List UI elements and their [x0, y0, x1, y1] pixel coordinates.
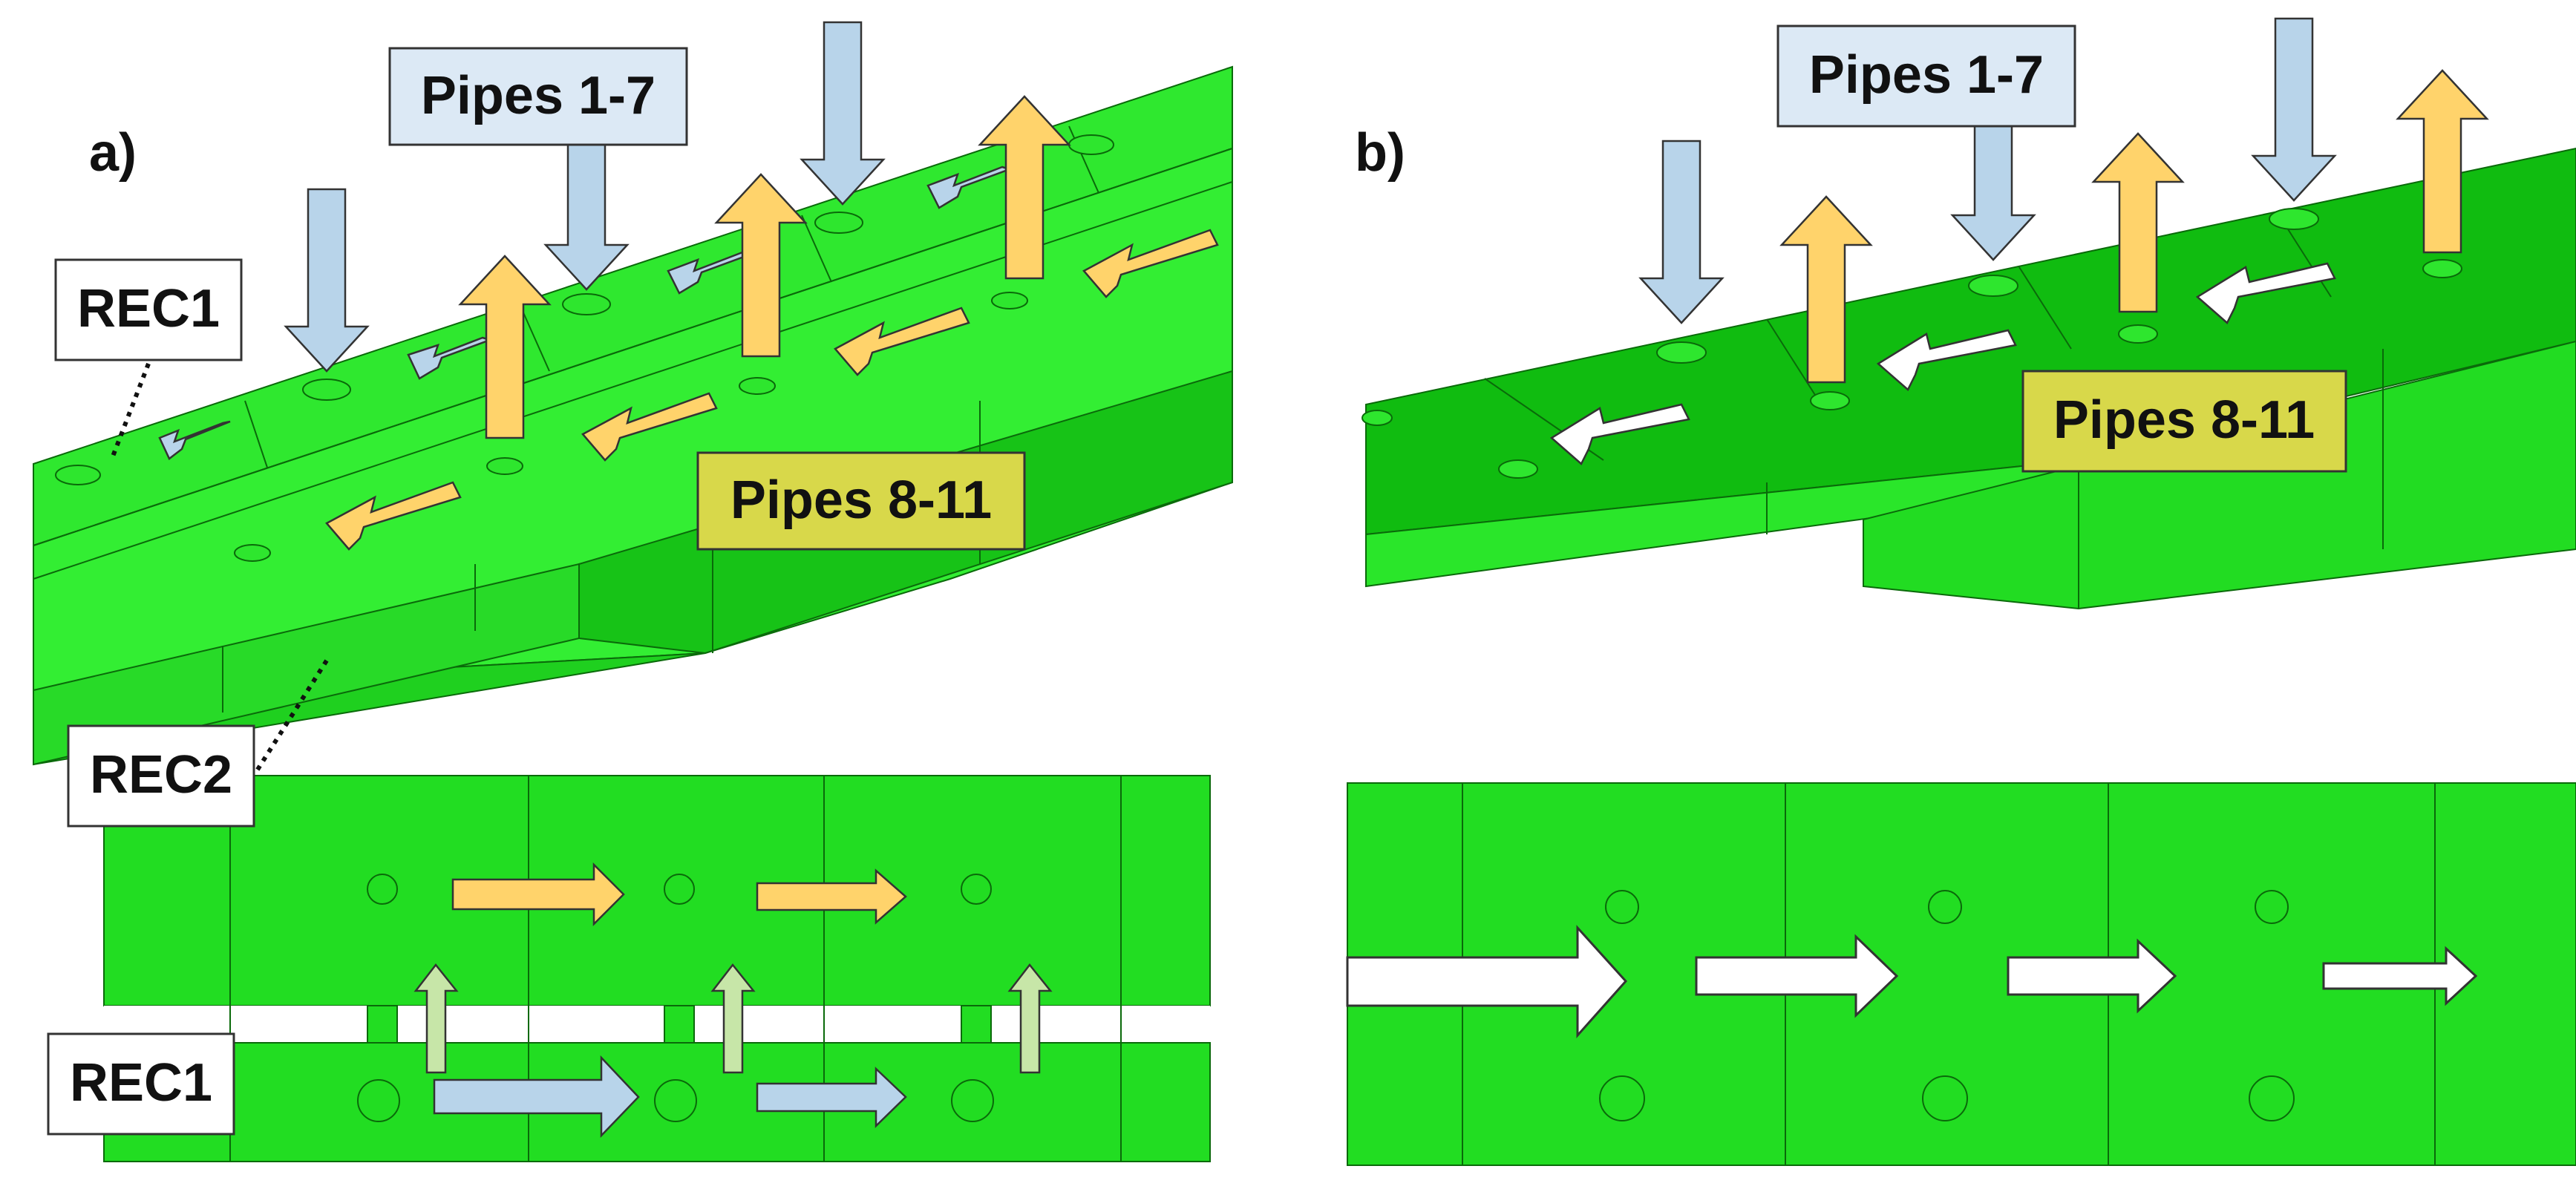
panel-a-top-holes — [357, 874, 994, 1122]
callout-a-pipes-1-7: Pipes 1-7 — [388, 47, 688, 146]
yellow-flow-arrow — [581, 392, 718, 462]
panel-b-yellow-up-arrows — [1779, 69, 2489, 384]
white-right-arrow — [1346, 925, 1628, 1038]
panel-b-3d-view — [1361, 17, 2576, 610]
pipes-8-11-label-a: Pipes 8-11 — [730, 471, 992, 530]
panel-a-yellow-up-arrows — [458, 95, 1071, 439]
panel-b-top-holes — [1599, 890, 2295, 1121]
gap-strip — [104, 1006, 1210, 1043]
panel-b-white-flow-arrows — [1549, 262, 2336, 466]
green-up-arrow — [413, 963, 459, 1074]
blue-flow-arrow — [926, 166, 1013, 209]
blue-right-arrow — [756, 1067, 907, 1128]
panel-a-label: a) — [89, 123, 137, 183]
blue-flow-arrow — [407, 336, 493, 380]
yellow-right-arrow — [756, 868, 907, 925]
rec1-top-view — [103, 1042, 1211, 1162]
yellow-flow-arrow — [325, 481, 462, 551]
panel-a-top-view — [103, 775, 1211, 1162]
callout-rec1-bottom: REC1 — [47, 1032, 235, 1136]
callout-b-pipes-8-11: Pipes 8-11 — [2021, 370, 2347, 473]
white-flow-arrow — [2195, 262, 2336, 325]
panel-b-label: b) — [1355, 123, 1405, 183]
white-right-arrow — [2007, 938, 2177, 1014]
panel-a-yellow-flow-arrows — [325, 229, 1219, 551]
rec2-label: REC2 — [90, 745, 232, 805]
yellow-up-arrow — [1779, 195, 1873, 384]
yellow-flow-arrow — [834, 307, 970, 376]
yellow-right-arrow — [451, 862, 625, 927]
blue-down-arrow — [1638, 140, 1725, 324]
callout-b-pipes-1-7: Pipes 1-7 — [1776, 24, 2076, 128]
yellow-up-arrow — [458, 255, 552, 439]
panel-a-blue-flow-arrows — [158, 166, 1013, 460]
panel-b-pipe-heads — [1361, 208, 2462, 479]
yellow-up-arrow — [2091, 132, 2185, 313]
rec2-top-view — [103, 775, 1211, 1006]
panel-b-top-white-arrows — [1346, 925, 2478, 1038]
rec1-bottom-label: REC1 — [70, 1053, 212, 1113]
pipes-1-7-label-a: Pipes 1-7 — [421, 66, 656, 125]
blue-down-arrow — [2251, 17, 2337, 202]
panel-a-connector-pipes — [367, 1005, 992, 1044]
white-flow-arrow — [1876, 329, 2017, 392]
yellow-flow-arrow — [1082, 229, 1219, 298]
panel-a-top-yellow-arrows — [451, 862, 907, 927]
yellow-up-arrow — [2396, 69, 2489, 254]
yellow-up-arrow — [978, 95, 1071, 280]
panel-a-top-blue-arrows — [433, 1055, 907, 1139]
blue-down-arrow — [284, 188, 370, 373]
white-right-arrow — [2322, 946, 2478, 1006]
blue-down-arrow — [800, 21, 886, 206]
callout-rec1-top: REC1 — [54, 258, 243, 361]
callout-a-pipes-8-11: Pipes 8-11 — [696, 451, 1026, 551]
panel-b-under-block — [1863, 340, 2576, 610]
pipes-1-7-label-b: Pipes 1-7 — [1809, 45, 2044, 105]
rec1-top-label: REC1 — [77, 279, 220, 338]
panel-a-top-green-arrows — [413, 963, 1053, 1074]
pipes-8-11-label-b: Pipes 8-11 — [2053, 390, 2315, 450]
panel-a-pipe-heads — [55, 134, 1114, 562]
white-right-arrow — [1695, 934, 1899, 1018]
blue-flow-arrow — [667, 251, 753, 295]
panel-b-top-view — [1346, 782, 2576, 1166]
blue-right-arrow — [433, 1055, 640, 1139]
white-flow-arrow — [1549, 403, 1690, 466]
green-up-arrow — [710, 963, 756, 1074]
green-up-arrow — [1007, 963, 1053, 1074]
yellow-up-arrow — [714, 173, 808, 358]
blue-flow-arrow — [158, 420, 231, 460]
callout-rec2: REC2 — [67, 724, 255, 828]
